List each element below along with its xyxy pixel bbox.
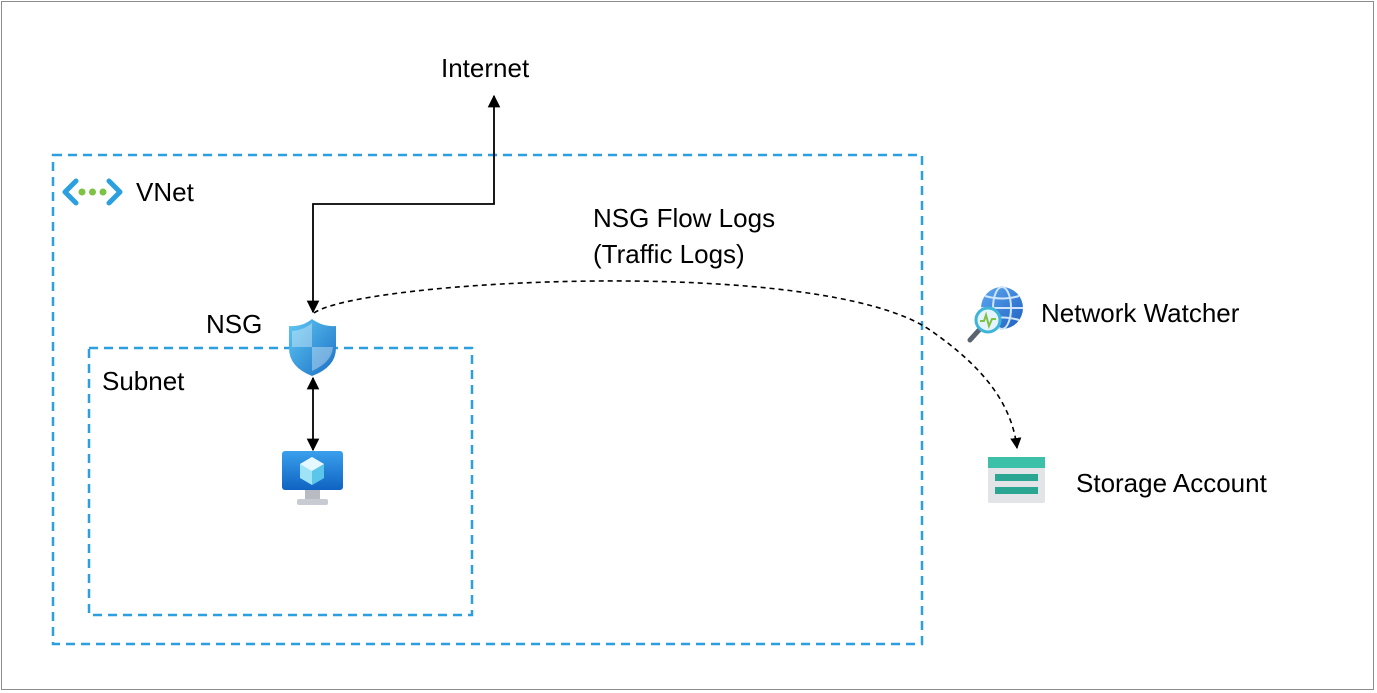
traffic-logs-label: (Traffic Logs) <box>593 239 745 269</box>
subnet-label: Subnet <box>102 366 185 396</box>
vnet-label: VNet <box>136 177 195 207</box>
flow-logs-label: NSG Flow Logs <box>593 203 775 233</box>
network-security-group-shield-icon <box>289 319 336 376</box>
storage-account-label: Storage Account <box>1076 468 1268 498</box>
network-watcher-globe-icon <box>967 286 1023 343</box>
flow-logs-connector <box>313 280 1022 450</box>
subnet-boundary <box>87 346 474 617</box>
vnet-boundary <box>51 153 924 646</box>
virtual-network-icon <box>62 178 123 206</box>
nsg-internet-connector <box>306 94 501 314</box>
network-watcher-label: Network Watcher <box>1041 298 1240 328</box>
storage-account-icon <box>988 457 1045 503</box>
virtual-machine-icon <box>282 451 343 505</box>
internet-label: Internet <box>441 53 530 83</box>
nsg-label: NSG <box>206 309 262 339</box>
